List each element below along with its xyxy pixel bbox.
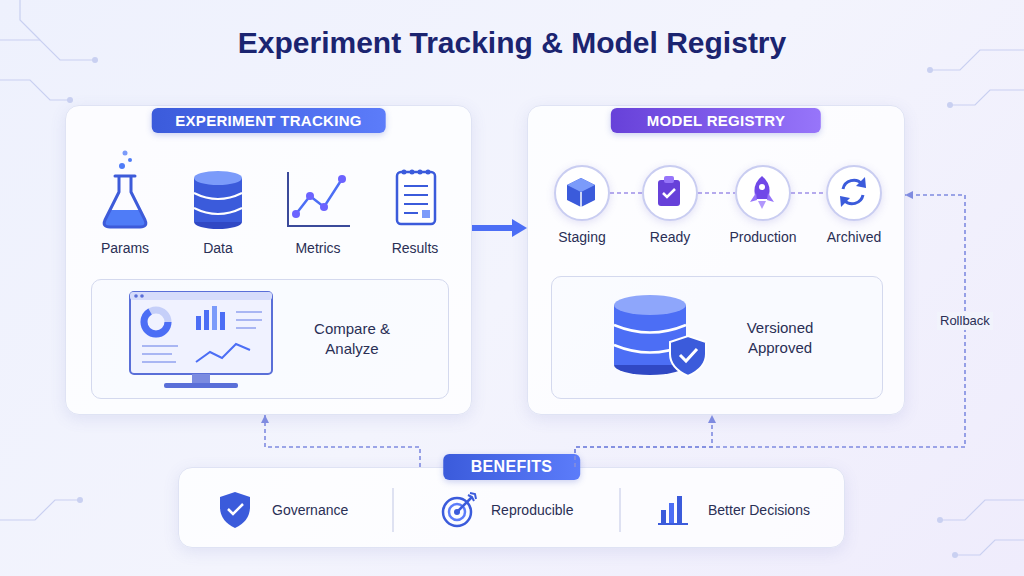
- circuit-dot: [952, 552, 958, 558]
- diagram-title: Experiment Tracking & Model Registry: [0, 26, 1024, 60]
- dashed-connector: [261, 415, 420, 467]
- content-box: Versioned Approved: [551, 276, 883, 399]
- connector-line: [265, 415, 420, 467]
- arrow-head: [261, 415, 269, 423]
- benefit-label: Reproducible: [491, 501, 574, 519]
- stage-circle: Ready: [642, 165, 698, 221]
- circuit-dot: [937, 517, 943, 523]
- section-heading: MODEL REGISTRY: [611, 108, 821, 133]
- icon-label: Metrics: [295, 239, 340, 257]
- circuit-line: [930, 50, 1024, 70]
- icon-label: Params: [101, 239, 149, 257]
- edge-label: Rollback: [937, 312, 993, 330]
- stage-circle: Archived: [826, 165, 882, 221]
- icon-label: Results: [392, 239, 439, 257]
- circuit-line: [955, 540, 1024, 555]
- circuit-line: [0, 500, 80, 520]
- stage-label: Production: [730, 229, 797, 245]
- arrow-head: [905, 191, 913, 199]
- content-box: Compare & Analyze: [91, 279, 449, 399]
- benefit-label: Governance: [272, 501, 348, 519]
- connector-line: [472, 225, 512, 231]
- circuit-line: [0, 40, 95, 60]
- circuit-dots: [67, 57, 958, 558]
- arrow-head: [512, 219, 527, 237]
- stage-label: Archived: [827, 229, 881, 245]
- box-label: Compare & Analyze: [307, 319, 397, 359]
- box-label: Versioned Approved: [728, 318, 832, 358]
- benefit-label: Better Decisions: [708, 501, 810, 519]
- circuit-line: [0, 80, 70, 100]
- connector-line: [575, 415, 712, 467]
- section-panel: EXPERIMENT TRACKING Compare & Analyze: [65, 105, 472, 415]
- circuit-dot: [67, 97, 73, 103]
- section-heading: EXPERIMENT TRACKING: [151, 108, 386, 133]
- circuit-line: [940, 500, 1024, 520]
- stage-circle: Staging: [554, 165, 610, 221]
- stage-label: Staging: [558, 229, 605, 245]
- circuit-dot: [92, 57, 98, 63]
- stage-circle: Production: [735, 165, 791, 221]
- circuit-line: [950, 90, 1024, 105]
- section-panel: MODEL REGISTRYStagingReadyProductionArch…: [527, 105, 905, 415]
- icon-label: Data: [203, 239, 233, 257]
- dashed-connector: [575, 415, 716, 467]
- section-heading: BENEFITS: [443, 454, 581, 480]
- flow-arrow: [472, 219, 527, 237]
- arrow-head: [708, 415, 716, 423]
- circuit-line: [20, 0, 40, 40]
- circuit-dot: [927, 67, 933, 73]
- stage-label: Ready: [650, 229, 690, 245]
- circuit-dot: [77, 497, 83, 503]
- circuit-lines: [0, 0, 1024, 555]
- circuit-dot: [947, 102, 953, 108]
